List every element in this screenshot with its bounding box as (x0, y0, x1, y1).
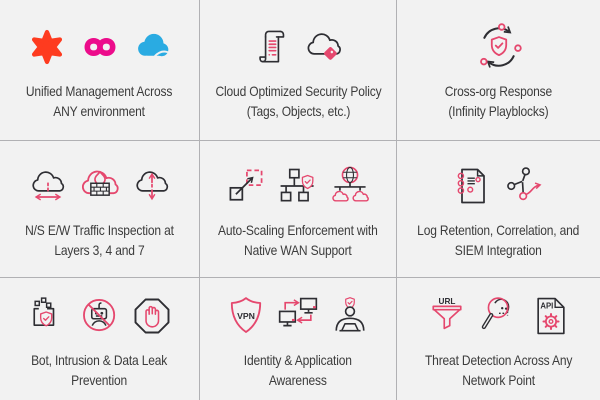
feature-cell-cross-org-response: Cross-org Response (Infinity Playblocks) (397, 0, 600, 141)
feature-caption: Cloud Optimized Security Policy (Tags, O… (215, 81, 381, 121)
auto-scale-icon (229, 169, 263, 201)
feature-caption: Cross-org Response (Infinity Playblocks) (445, 81, 552, 121)
network-shield-icon (280, 168, 314, 201)
caption-line: Network Point (462, 371, 535, 388)
icon-row: VPN (224, 289, 372, 343)
infinity-logo-icon (84, 37, 115, 56)
feature-caption: Bot, Intrusion & Data Leak Prevention (31, 350, 167, 390)
api-label: API (540, 301, 553, 310)
caption-line: Prevention (71, 371, 128, 388)
icon-row (250, 20, 346, 74)
feature-caption: Threat Detection Across Any Network Poin… (425, 350, 572, 390)
vpn-label: VPN (237, 310, 255, 320)
icon-row (224, 159, 372, 213)
cloud-firewall-icon (81, 170, 118, 196)
feature-caption: N/S E/W Traffic Inspection at Layers 3, … (25, 220, 174, 260)
caption-line: Unified Management Across (26, 82, 173, 99)
vpn-shield-icon: VPN (230, 296, 262, 333)
data-leak-shield-icon (32, 296, 54, 326)
feature-cell-cloud-optimized-policy: Cloud Optimized Security Policy (Tags, O… (200, 0, 397, 141)
icon-row (473, 20, 525, 74)
caption-line: N/S E/W Traffic Inspection at (25, 221, 174, 238)
stop-hand-icon (134, 298, 169, 333)
feature-caption: Auto-Scaling Enforcement with Native WAN… (218, 220, 378, 260)
identity-user-icon (335, 296, 365, 331)
shield-sync-icon (479, 22, 522, 68)
threat-hunt-icon (481, 296, 509, 329)
cloud-logo-icon (137, 33, 168, 57)
feature-cell-log-retention: Log Retention, Correlation, and SIEM Int… (397, 141, 600, 278)
caption-line: Cross-org Response (444, 82, 553, 99)
icon-row (451, 159, 547, 213)
feature-caption: Unified Management Across ANY environmen… (26, 81, 172, 121)
caption-line: Native WAN Support (244, 241, 352, 258)
url-filter-icon: URL (431, 297, 462, 329)
cloud-north-south-icon (136, 171, 168, 200)
caption-line: Layers 3, 4 and 7 (54, 241, 145, 258)
caption-line: (Infinity Playblocks) (448, 102, 549, 119)
icon-row (26, 289, 174, 343)
icon-row (26, 20, 174, 74)
caption-line: Auto-Scaling Enforcement with (218, 221, 378, 238)
caption-line: SIEM Integration (455, 241, 542, 258)
feature-cell-auto-scaling: Auto-Scaling Enforcement with Native WAN… (200, 141, 397, 278)
app-exchange-icon (278, 297, 318, 326)
feature-cell-prevention: Bot, Intrusion & Data Leak Prevention (0, 278, 200, 400)
caption-line: (Tags, Objects, etc.) (246, 102, 350, 119)
feature-cell-traffic-inspection: N/S E/W Traffic Inspection at Layers 3, … (0, 141, 200, 278)
caption-line: Identity & Application (243, 351, 352, 368)
caption-line: Threat Detection Across Any (424, 351, 573, 368)
feature-cell-threat-detection: URL API (397, 278, 600, 400)
cloud-east-west-icon (32, 171, 64, 200)
feature-cell-identity-awareness: VPN (200, 278, 397, 400)
log-notebook-icon (457, 168, 485, 203)
url-label: URL (438, 297, 455, 306)
icon-row (26, 159, 174, 213)
wan-globe-icon (332, 166, 369, 201)
cloud-tag-icon (307, 33, 341, 60)
no-bot-icon (82, 298, 115, 331)
policy-scroll-icon (259, 30, 285, 62)
caption-line: Log Retention, Correlation, and (417, 221, 580, 238)
caption-line: Cloud Optimized Security Policy (215, 82, 381, 99)
caption-line: Bot, Intrusion & Data Leak (31, 351, 168, 368)
feature-cell-unified-management: Unified Management Across ANY environmen… (0, 0, 200, 141)
siem-flow-icon (506, 166, 541, 200)
caption-line: Awareness (269, 371, 327, 388)
feature-caption: Identity & Application Awareness (244, 350, 352, 390)
caption-line: ANY environment (53, 102, 146, 119)
starburst-logo-icon (31, 29, 62, 64)
api-doc-icon: API (536, 297, 565, 334)
feature-caption: Log Retention, Correlation, and SIEM Int… (417, 220, 579, 260)
icon-row: URL API (425, 289, 573, 343)
